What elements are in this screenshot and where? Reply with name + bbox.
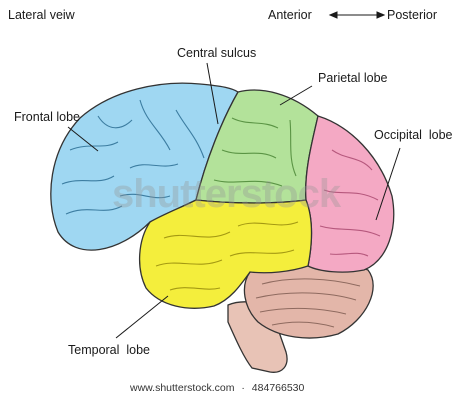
credit-separator: · xyxy=(241,382,245,394)
frontal-lobe-label: Frontal lobe xyxy=(14,111,80,124)
temporal-lobe-label: Temporal lobe xyxy=(68,344,150,357)
posterior-label: Posterior xyxy=(387,9,437,22)
view-label: Lateral veiw xyxy=(8,9,75,22)
direction-arrow-icon xyxy=(330,12,384,18)
occipital-lobe-label: Occipital lobe xyxy=(374,129,453,142)
anterior-label: Anterior xyxy=(268,9,312,22)
image-credit: www.shutterstock.com · 484766530 xyxy=(130,382,304,394)
credit-site: www.shutterstock.com xyxy=(130,382,234,394)
central-sulcus-label: Central sulcus xyxy=(177,47,256,60)
parietal-lobe-label: Parietal lobe xyxy=(318,72,388,85)
watermark: shutterstock xyxy=(112,172,340,217)
credit-image-number: 484766530 xyxy=(252,382,305,394)
